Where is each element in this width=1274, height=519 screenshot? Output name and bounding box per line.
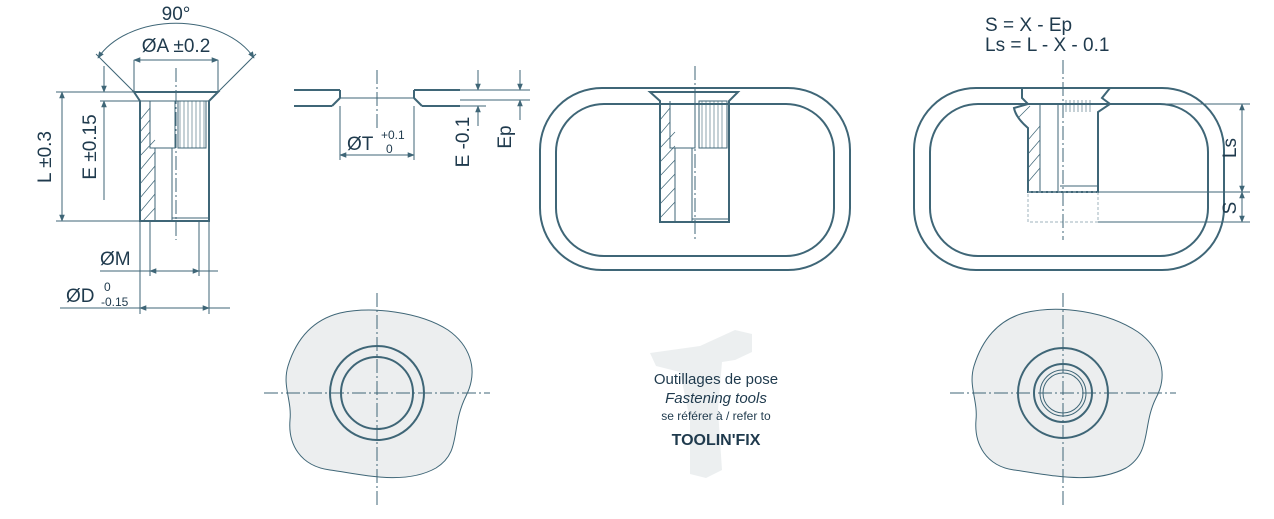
tube-inner-wall-2 [929,103,1209,257]
note-line-3: se référer à / refer to [661,409,771,423]
tube-installed-view: S = X - Ep Ls = L - X - 0.1 [913,15,1250,271]
note-line-2: Fastening tools [665,390,767,407]
dim-T-lower-tol: 0 [386,142,393,156]
tool-silhouette [650,330,752,478]
dim-E-label: E ±0.15 [80,114,101,179]
formula-ls: Ls = L - X - 0.1 [985,35,1109,56]
dim-D-label: ØD [66,286,95,307]
sheet-blob-left [285,309,473,479]
dim-D-upper-tol: 0 [104,280,111,294]
top-view-left [264,293,490,505]
dim-E-sheet-label: E -0.1 [453,117,474,168]
top-view-right [950,293,1176,505]
installed-nut-outline [1012,87,1113,193]
formula-s: S = X - Ep [985,15,1072,36]
tube-outer-wall-2 [913,87,1225,271]
dim-T-upper-tol: +0.1 [381,128,405,142]
section-hatching [139,107,156,222]
sheet-hole-view: ØT +0.1 0 E -0.1 Ep [294,70,530,167]
dim-D-lower-tol: -0.15 [101,295,129,309]
angle-label: 90° [162,4,191,25]
toolinfix-brand: TOOLIN'FIX [672,432,761,449]
dim-Ls-label: Ls [1220,138,1241,158]
dim-Ep-label: Ep [495,125,516,148]
tube-before-view [539,66,851,271]
rivet-nut-section-view: 90° ØA ±0.2 L ±0.3 E ±0.15 ØM ØD 0 -0.15 [35,4,257,314]
knurl-pattern [177,100,207,149]
dim-T-label: ØT [347,134,374,155]
dim-S-label: S [1220,202,1241,215]
dim-M-label: ØM [100,249,131,270]
dim-L-label: L ±0.3 [35,131,56,183]
fastening-tools-note: Outillages de pose Fastening tools se ré… [654,371,778,449]
note-line-1: Outillages de pose [654,371,778,388]
dim-A-label: ØA ±0.2 [142,36,211,57]
